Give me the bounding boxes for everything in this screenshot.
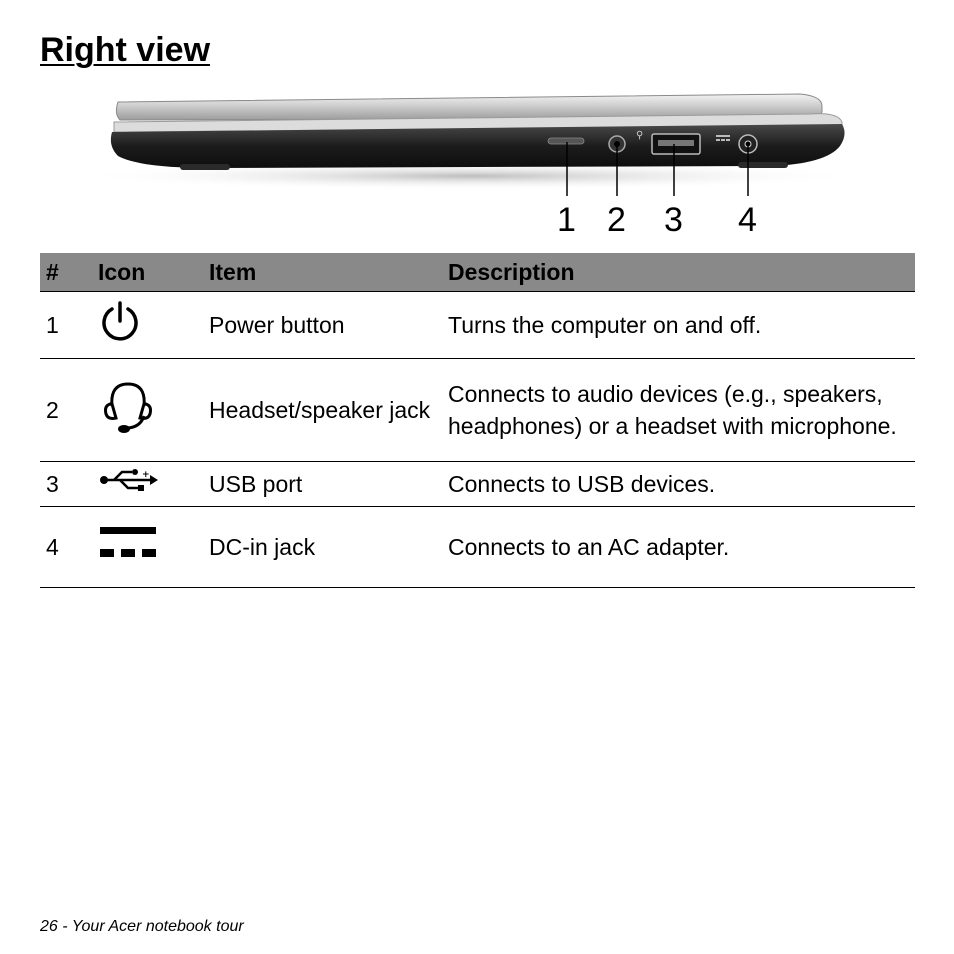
item-description: Turns the computer on and off. [442,291,915,359]
table-row: 4 DC-in jack Connects to an AC adapter. [40,506,915,588]
foot [738,162,788,168]
row-number: 2 [40,358,92,462]
usb-icon: + [100,469,158,491]
table-row: 3 + USB port Connects to USB devices. [40,461,915,507]
column-header: Item [203,253,442,292]
svg-text:⚲: ⚲ [636,130,643,141]
foot [180,164,230,170]
row-number: 3 [40,461,92,507]
item-name: USB port [203,461,442,507]
column-header: Icon [92,253,203,292]
table-header-row: # Icon Item Description [40,253,915,292]
headset-icon [104,382,152,433]
item-description: Connects to audio devices (e.g., speaker… [442,358,915,462]
item-name: Power button [203,291,442,359]
port-table: # Icon Item Description 1 Power button T… [40,253,915,588]
table-row: 2 Headset/speaker jack Connects to audio… [40,358,915,462]
svg-text:+: + [142,470,150,480]
item-name: Headset/speaker jack [203,358,442,462]
dc-in-icon [100,527,156,557]
item-description: Connects to USB devices. [442,461,915,507]
laptop-right-view-illustration: ⚲ [75,93,865,196]
callout-number: 2 [607,201,626,239]
floor-shadow [75,162,865,190]
item-name: DC-in jack [203,506,442,588]
callout-number: 3 [664,201,683,239]
row-number: 4 [40,506,92,588]
callout-number: 1 [557,201,576,239]
page-title: Right view [40,31,211,69]
row-number: 1 [40,291,92,359]
power-button-slot [547,137,585,145]
callout-number: 4 [738,201,757,239]
column-header: # [40,253,92,292]
power-icon [102,301,138,341]
item-description: Connects to an AC adapter. [442,506,915,588]
table-row: 1 Power button Turns the computer on and… [40,291,915,359]
column-header: Description [442,253,915,292]
page-footer: 26 - Your Acer notebook tour [40,918,244,935]
